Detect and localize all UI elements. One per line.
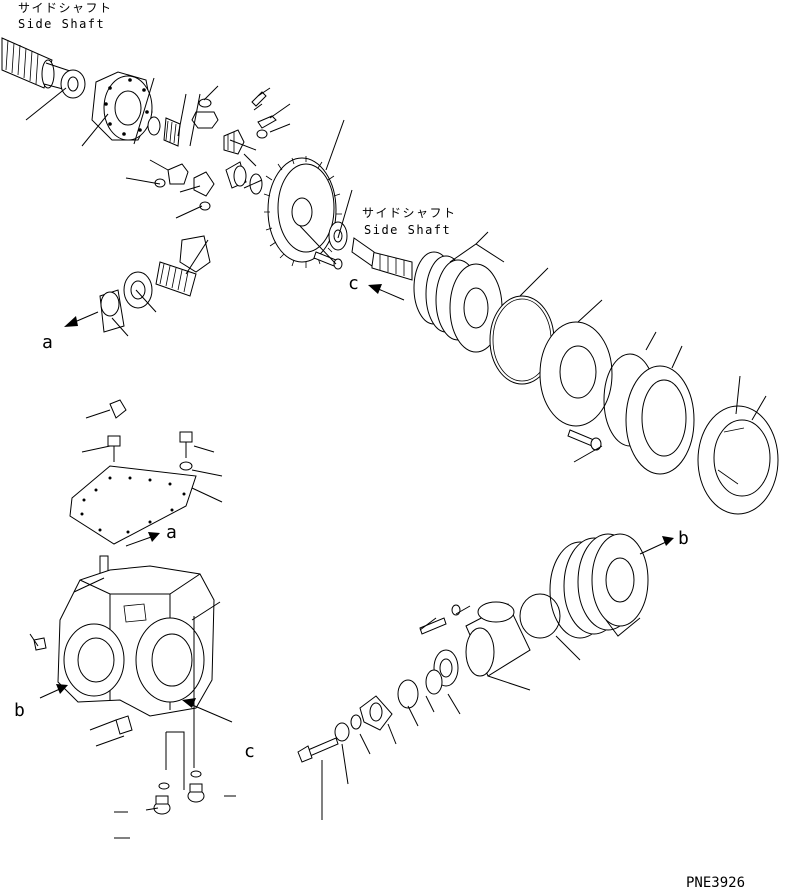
differential-case-half	[91, 71, 153, 141]
clutch-disc-pack	[413, 251, 503, 353]
spacer-collar	[99, 289, 125, 333]
arrow-b-right	[639, 536, 674, 555]
washer-lower-2	[334, 722, 350, 742]
plug-left	[33, 637, 47, 651]
side-shaft-label-top-en: Side Shaft	[18, 17, 105, 31]
small-washer-3	[199, 201, 211, 211]
arrow-a-left	[64, 311, 99, 327]
side-shaft-mid	[351, 237, 413, 281]
side-gear-2	[225, 161, 247, 189]
pinion-gear-top	[191, 98, 219, 129]
arrow-c-mid	[368, 284, 405, 301]
drain-plug	[115, 715, 133, 735]
figure-code: PNE3926	[686, 875, 745, 888]
small-washer-1	[256, 129, 268, 139]
side-shaft-label-mid-jp: サイドシャフト	[362, 206, 457, 220]
cover-plate	[69, 465, 197, 545]
bottom-washer-1	[158, 782, 170, 790]
seal-ring	[425, 669, 443, 695]
pinion-gear-low	[193, 171, 215, 197]
long-bolt-lower	[297, 737, 339, 763]
pin-1	[251, 91, 267, 107]
taper-bearing-1	[123, 271, 153, 309]
bottom-bolt-2	[187, 783, 205, 803]
leader-lines	[25, 77, 767, 839]
ring-gear-bolt	[313, 251, 343, 270]
thrust-washer-2	[249, 173, 263, 195]
pinion-gear-left	[167, 163, 189, 185]
breather	[109, 399, 127, 419]
piston-bolt	[567, 429, 602, 451]
pin-2	[257, 115, 277, 129]
cover-bolt-right	[179, 431, 193, 458]
callout-c-mid: c	[348, 273, 359, 294]
bottom-washer-2	[190, 770, 202, 778]
cover-bolt-left	[107, 435, 121, 462]
piston-plate	[539, 321, 613, 427]
brake-housing	[625, 365, 695, 475]
arrow-a-case	[125, 532, 160, 547]
transmission-case	[57, 565, 215, 717]
side-shaft-top	[1, 37, 83, 94]
side-shaft-label-mid-en: Side Shaft	[364, 223, 451, 237]
arrow-c-case	[182, 698, 233, 723]
callout-a-case: a	[166, 522, 177, 543]
washer-cover	[179, 461, 193, 471]
nut-top	[60, 69, 86, 99]
callout-c-case: c	[244, 741, 255, 762]
callout-a-left: a	[42, 332, 53, 353]
thrust-washer-1	[147, 116, 161, 136]
cage-hub	[465, 601, 531, 677]
side-gear-1	[163, 117, 181, 147]
arrow-b-case	[39, 684, 68, 699]
o-ring-2	[519, 593, 561, 639]
oil-seal	[397, 679, 419, 709]
callout-b-case: b	[14, 700, 25, 721]
ring-gear	[263, 156, 342, 268]
bottom-bolt-1	[153, 795, 171, 815]
washer-lower	[350, 714, 362, 730]
retainer-ring	[697, 405, 779, 515]
side-shaft-label-top-jp: サイドシャフト	[18, 1, 113, 15]
cage-bolt	[419, 604, 461, 635]
flange-coupling	[359, 695, 393, 731]
callout-b-right: b	[678, 528, 689, 549]
clutch-disc-pack-2	[549, 533, 649, 639]
pinion-shaft	[155, 235, 211, 297]
bearing-mid	[328, 221, 348, 251]
